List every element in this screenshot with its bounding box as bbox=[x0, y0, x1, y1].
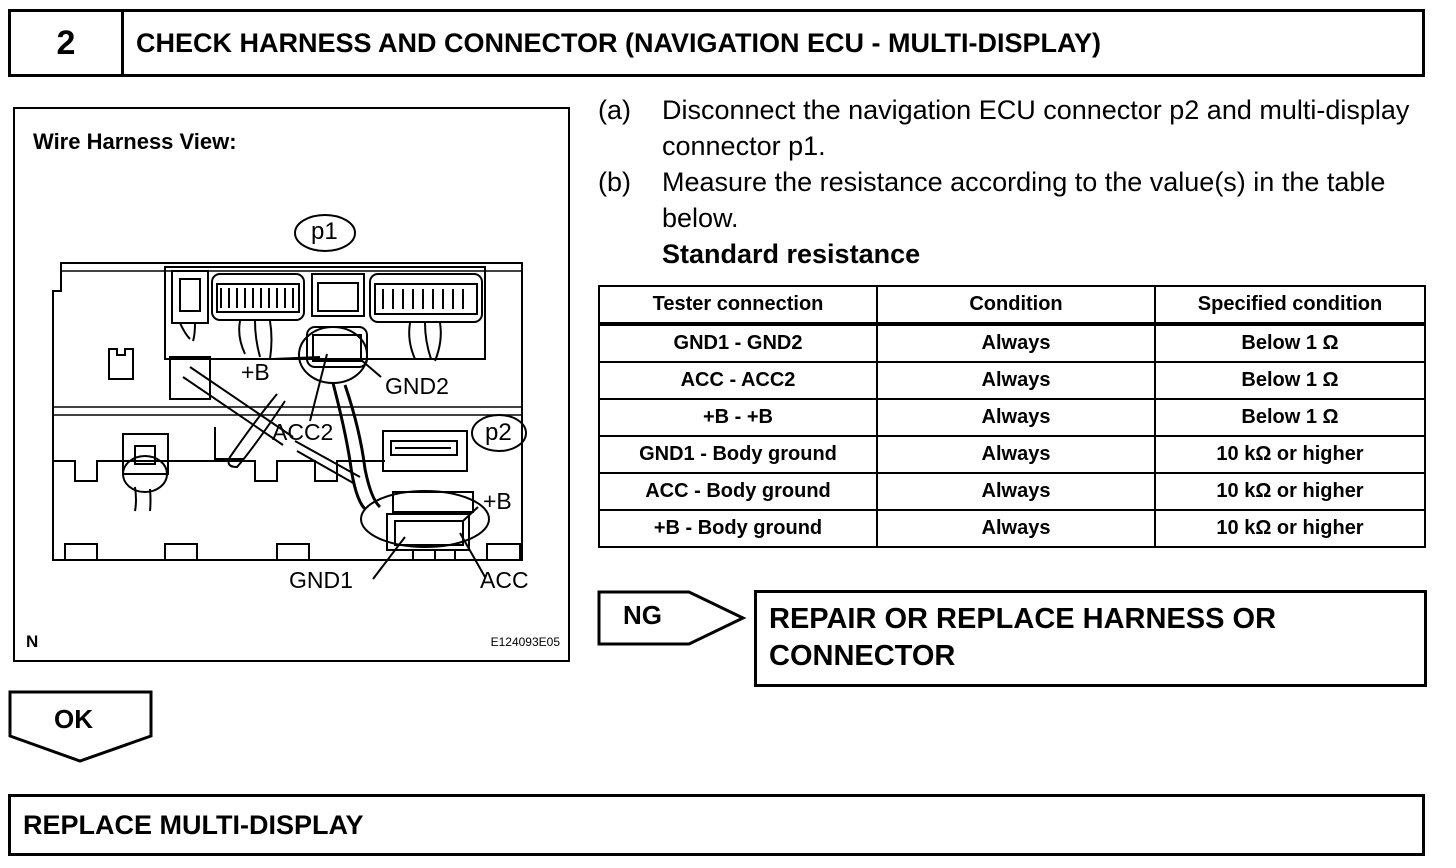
table-row: GND1 - Body ground Always 10 kΩ or highe… bbox=[598, 435, 1426, 474]
step-a: (a) Disconnect the navigation ECU connec… bbox=[598, 92, 1428, 164]
table-cell: Always bbox=[876, 509, 1156, 548]
table-cell: Always bbox=[876, 323, 1156, 363]
figure-title: Wire Harness View: bbox=[33, 129, 237, 154]
resistance-table: Tester connection Condition Specified co… bbox=[598, 285, 1426, 548]
label-acc: ACC bbox=[480, 567, 529, 593]
table-row: ACC - Body ground Always 10 kΩ or higher bbox=[598, 472, 1426, 511]
ok-label: OK bbox=[54, 704, 93, 734]
ok-branch: OK bbox=[8, 690, 154, 764]
table-row: +B - Body ground Always 10 kΩ or higher bbox=[598, 509, 1426, 548]
step-text: Measure the resistance according to the … bbox=[662, 167, 1386, 233]
final-action-box: REPLACE MULTI-DISPLAY bbox=[8, 794, 1425, 856]
table-row: +B - +B Always Below 1 Ω bbox=[598, 398, 1426, 437]
wire-harness-figure: Wire Harness View: p1 p2 +B GND2 ACC2 +B… bbox=[13, 107, 570, 662]
label-plus-b-lower: +B bbox=[483, 488, 512, 514]
table-cell: 10 kΩ or higher bbox=[1154, 435, 1426, 474]
table-cell: Below 1 Ω bbox=[1154, 398, 1426, 437]
column-header: Tester connection bbox=[598, 285, 878, 326]
ng-result-box: REPAIR OR REPLACE HARNESS OR CONNECTOR bbox=[754, 590, 1427, 687]
table-row: ACC - ACC2 Always Below 1 Ω bbox=[598, 361, 1426, 400]
table-cell: +B - +B bbox=[598, 398, 878, 437]
table-cell: Always bbox=[876, 361, 1156, 400]
ng-arrow-icon bbox=[597, 590, 747, 646]
figure-code: E124093E05 bbox=[490, 635, 560, 649]
column-header: Condition bbox=[876, 285, 1156, 326]
label-plus-b-upper: +B bbox=[241, 359, 270, 385]
label-gnd2: GND2 bbox=[385, 373, 449, 399]
step-text: Disconnect the navigation ECU connector … bbox=[662, 95, 1410, 161]
table-cell: GND1 - Body ground bbox=[598, 435, 878, 474]
step-title: CHECK HARNESS AND CONNECTOR (NAVIGATION … bbox=[136, 27, 1102, 58]
label-acc2: ACC2 bbox=[272, 419, 334, 445]
orientation-mark: N bbox=[26, 632, 39, 651]
table-cell: Below 1 Ω bbox=[1154, 323, 1426, 363]
table-cell: Always bbox=[876, 398, 1156, 437]
label-p1: p1 bbox=[311, 218, 338, 245]
ng-branch: NG bbox=[597, 590, 747, 646]
label-gnd1: GND1 bbox=[289, 567, 353, 593]
table-cell: 10 kΩ or higher bbox=[1154, 472, 1426, 511]
step-letter: (b) bbox=[598, 167, 631, 197]
procedure-steps: (a) Disconnect the navigation ECU connec… bbox=[598, 92, 1428, 272]
ok-arrow-icon bbox=[8, 690, 153, 763]
standard-heading: Standard resistance bbox=[662, 239, 921, 269]
table-header-row: Tester connection Condition Specified co… bbox=[598, 285, 1426, 326]
table-cell: Always bbox=[876, 435, 1156, 474]
table-cell: Below 1 Ω bbox=[1154, 361, 1426, 400]
table-cell: +B - Body ground bbox=[598, 509, 878, 548]
ng-label: NG bbox=[623, 600, 662, 630]
step-number: 2 bbox=[11, 12, 124, 74]
step-letter: (a) bbox=[598, 95, 631, 125]
table-cell: 10 kΩ or higher bbox=[1154, 509, 1426, 548]
label-p2: p2 bbox=[485, 419, 512, 446]
table-cell: GND1 - GND2 bbox=[598, 323, 878, 363]
table-cell: ACC - Body ground bbox=[598, 472, 878, 511]
column-header: Specified condition bbox=[1154, 285, 1426, 326]
table-cell: ACC - ACC2 bbox=[598, 361, 878, 400]
harness-diagram bbox=[52, 214, 527, 580]
table-row: GND1 - GND2 Always Below 1 Ω bbox=[598, 323, 1426, 363]
table-cell: Always bbox=[876, 472, 1156, 511]
step-header: 2 CHECK HARNESS AND CONNECTOR (NAVIGATIO… bbox=[8, 9, 1425, 77]
step-b: (b) Measure the resistance according to … bbox=[598, 164, 1428, 236]
